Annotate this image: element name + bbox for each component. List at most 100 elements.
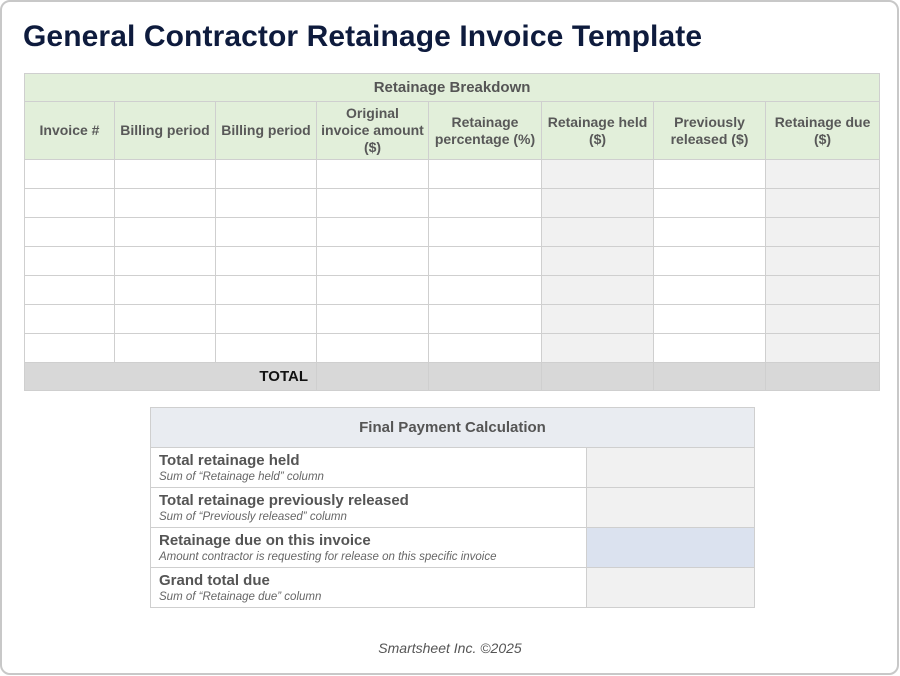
cell-retainage-due	[764, 159, 881, 189]
table-row	[24, 333, 881, 363]
table-row	[24, 246, 881, 276]
cell-retainage-percentage[interactable]	[428, 304, 542, 334]
final-label-cell: Total retainage held Sum of “Retainage h…	[150, 447, 587, 488]
cell-billing-period-2[interactable]	[215, 246, 317, 276]
col-header-previously-released: Previously released ($)	[653, 101, 766, 160]
cell-retainage-held	[541, 275, 654, 305]
cell-invoice-number[interactable]	[24, 246, 115, 276]
cell-original-amount[interactable]	[316, 246, 429, 276]
col-header-invoice-number: Invoice #	[24, 101, 115, 160]
footer-copyright: Smartsheet Inc. ©2025	[378, 640, 522, 656]
cell-billing-period-1[interactable]	[114, 159, 216, 189]
cell-retainage-percentage[interactable]	[428, 275, 542, 305]
cell-retainage-due	[764, 188, 881, 218]
total-previously-released	[653, 362, 766, 391]
final-row-description: Sum of “Previously released” column	[159, 511, 347, 523]
final-label-cell: Retainage due on this invoice Amount con…	[150, 527, 587, 568]
cell-original-amount[interactable]	[316, 333, 429, 363]
cell-invoice-number[interactable]	[24, 159, 115, 189]
cell-invoice-number[interactable]	[24, 304, 115, 334]
cell-invoice-number[interactable]	[24, 275, 115, 305]
cell-retainage-held	[541, 304, 654, 334]
retainage-due-input[interactable]	[586, 527, 755, 568]
cell-retainage-due	[764, 333, 881, 363]
cell-previously-released[interactable]	[653, 159, 766, 189]
total-retainage-held-value	[586, 447, 755, 488]
final-label-cell: Grand total due Sum of “Retainage due” c…	[150, 567, 587, 608]
cell-billing-period-1[interactable]	[114, 275, 216, 305]
cell-billing-period-2[interactable]	[215, 188, 317, 218]
cell-invoice-number[interactable]	[24, 333, 115, 363]
final-row-label: Total retainage held	[159, 452, 300, 469]
final-row-grand-total: Grand total due Sum of “Retainage due” c…	[150, 567, 755, 608]
cell-previously-released[interactable]	[653, 246, 766, 276]
table-row	[24, 275, 881, 305]
cell-retainage-percentage[interactable]	[428, 188, 542, 218]
page-title: General Contractor Retainage Invoice Tem…	[23, 20, 703, 53]
col-header-billing-period-1: Billing period	[114, 101, 216, 160]
cell-retainage-due	[764, 275, 881, 305]
cell-billing-period-1[interactable]	[114, 246, 216, 276]
cell-retainage-due	[764, 246, 881, 276]
cell-original-amount[interactable]	[316, 304, 429, 334]
cell-previously-released[interactable]	[653, 333, 766, 363]
table-row	[24, 188, 881, 218]
grand-total-value	[586, 567, 755, 608]
cell-retainage-percentage[interactable]	[428, 333, 542, 363]
cell-retainage-held	[541, 246, 654, 276]
cell-previously-released[interactable]	[653, 275, 766, 305]
cell-billing-period-1[interactable]	[114, 304, 216, 334]
cell-retainage-due	[764, 217, 881, 247]
final-row-total-held: Total retainage held Sum of “Retainage h…	[150, 447, 755, 488]
cell-original-amount[interactable]	[316, 275, 429, 305]
table-row	[24, 217, 881, 247]
cell-billing-period-2[interactable]	[215, 275, 317, 305]
total-row: TOTAL	[24, 362, 881, 391]
total-original-amount	[316, 362, 429, 391]
cell-previously-released[interactable]	[653, 217, 766, 247]
final-row-previously-released: Total retainage previously released Sum …	[150, 487, 755, 528]
cell-retainage-held	[541, 188, 654, 218]
col-header-retainage-due: Retainage due ($)	[764, 101, 881, 160]
cell-previously-released[interactable]	[653, 188, 766, 218]
cell-billing-period-2[interactable]	[215, 333, 317, 363]
cell-retainage-percentage[interactable]	[428, 246, 542, 276]
cell-invoice-number[interactable]	[24, 217, 115, 247]
final-row-description: Sum of “Retainage held” column	[159, 471, 324, 483]
final-row-label: Total retainage previously released	[159, 492, 409, 509]
cell-original-amount[interactable]	[316, 159, 429, 189]
total-previously-released-value	[586, 487, 755, 528]
final-payment-header: Final Payment Calculation	[150, 407, 755, 448]
final-row-label: Retainage due on this invoice	[159, 532, 371, 549]
cell-original-amount[interactable]	[316, 188, 429, 218]
cell-billing-period-2[interactable]	[215, 159, 317, 189]
cell-retainage-percentage[interactable]	[428, 217, 542, 247]
final-payment-table: Final Payment Calculation Total retainag…	[150, 407, 755, 608]
col-header-billing-period-2: Billing period	[215, 101, 317, 160]
col-header-original-invoice-amount: Original invoice amount ($)	[316, 101, 429, 160]
final-row-description: Sum of “Retainage due” column	[159, 591, 322, 603]
retainage-breakdown-table: Retainage Breakdown Invoice # Billing pe…	[23, 73, 881, 391]
final-row-label: Grand total due	[159, 572, 270, 589]
cell-billing-period-2[interactable]	[215, 217, 317, 247]
final-label-cell: Total retainage previously released Sum …	[150, 487, 587, 528]
cell-invoice-number[interactable]	[24, 188, 115, 218]
col-header-retainage-percentage: Retainage percentage (%)	[428, 101, 542, 160]
cell-retainage-held	[541, 159, 654, 189]
cell-retainage-percentage[interactable]	[428, 159, 542, 189]
table-row	[24, 159, 881, 189]
cell-billing-period-1[interactable]	[114, 217, 216, 247]
cell-retainage-held	[541, 333, 654, 363]
final-row-description: Amount contractor is requesting for rele…	[159, 551, 497, 563]
total-retainage-percentage	[428, 362, 542, 391]
cell-original-amount[interactable]	[316, 217, 429, 247]
total-retainage-held	[541, 362, 654, 391]
total-label: TOTAL	[24, 362, 317, 391]
cell-billing-period-1[interactable]	[114, 188, 216, 218]
cell-billing-period-1[interactable]	[114, 333, 216, 363]
cell-retainage-held	[541, 217, 654, 247]
breakdown-band-title: Retainage Breakdown	[23, 73, 881, 102]
cell-previously-released[interactable]	[653, 304, 766, 334]
cell-billing-period-2[interactable]	[215, 304, 317, 334]
table-row	[24, 304, 881, 334]
